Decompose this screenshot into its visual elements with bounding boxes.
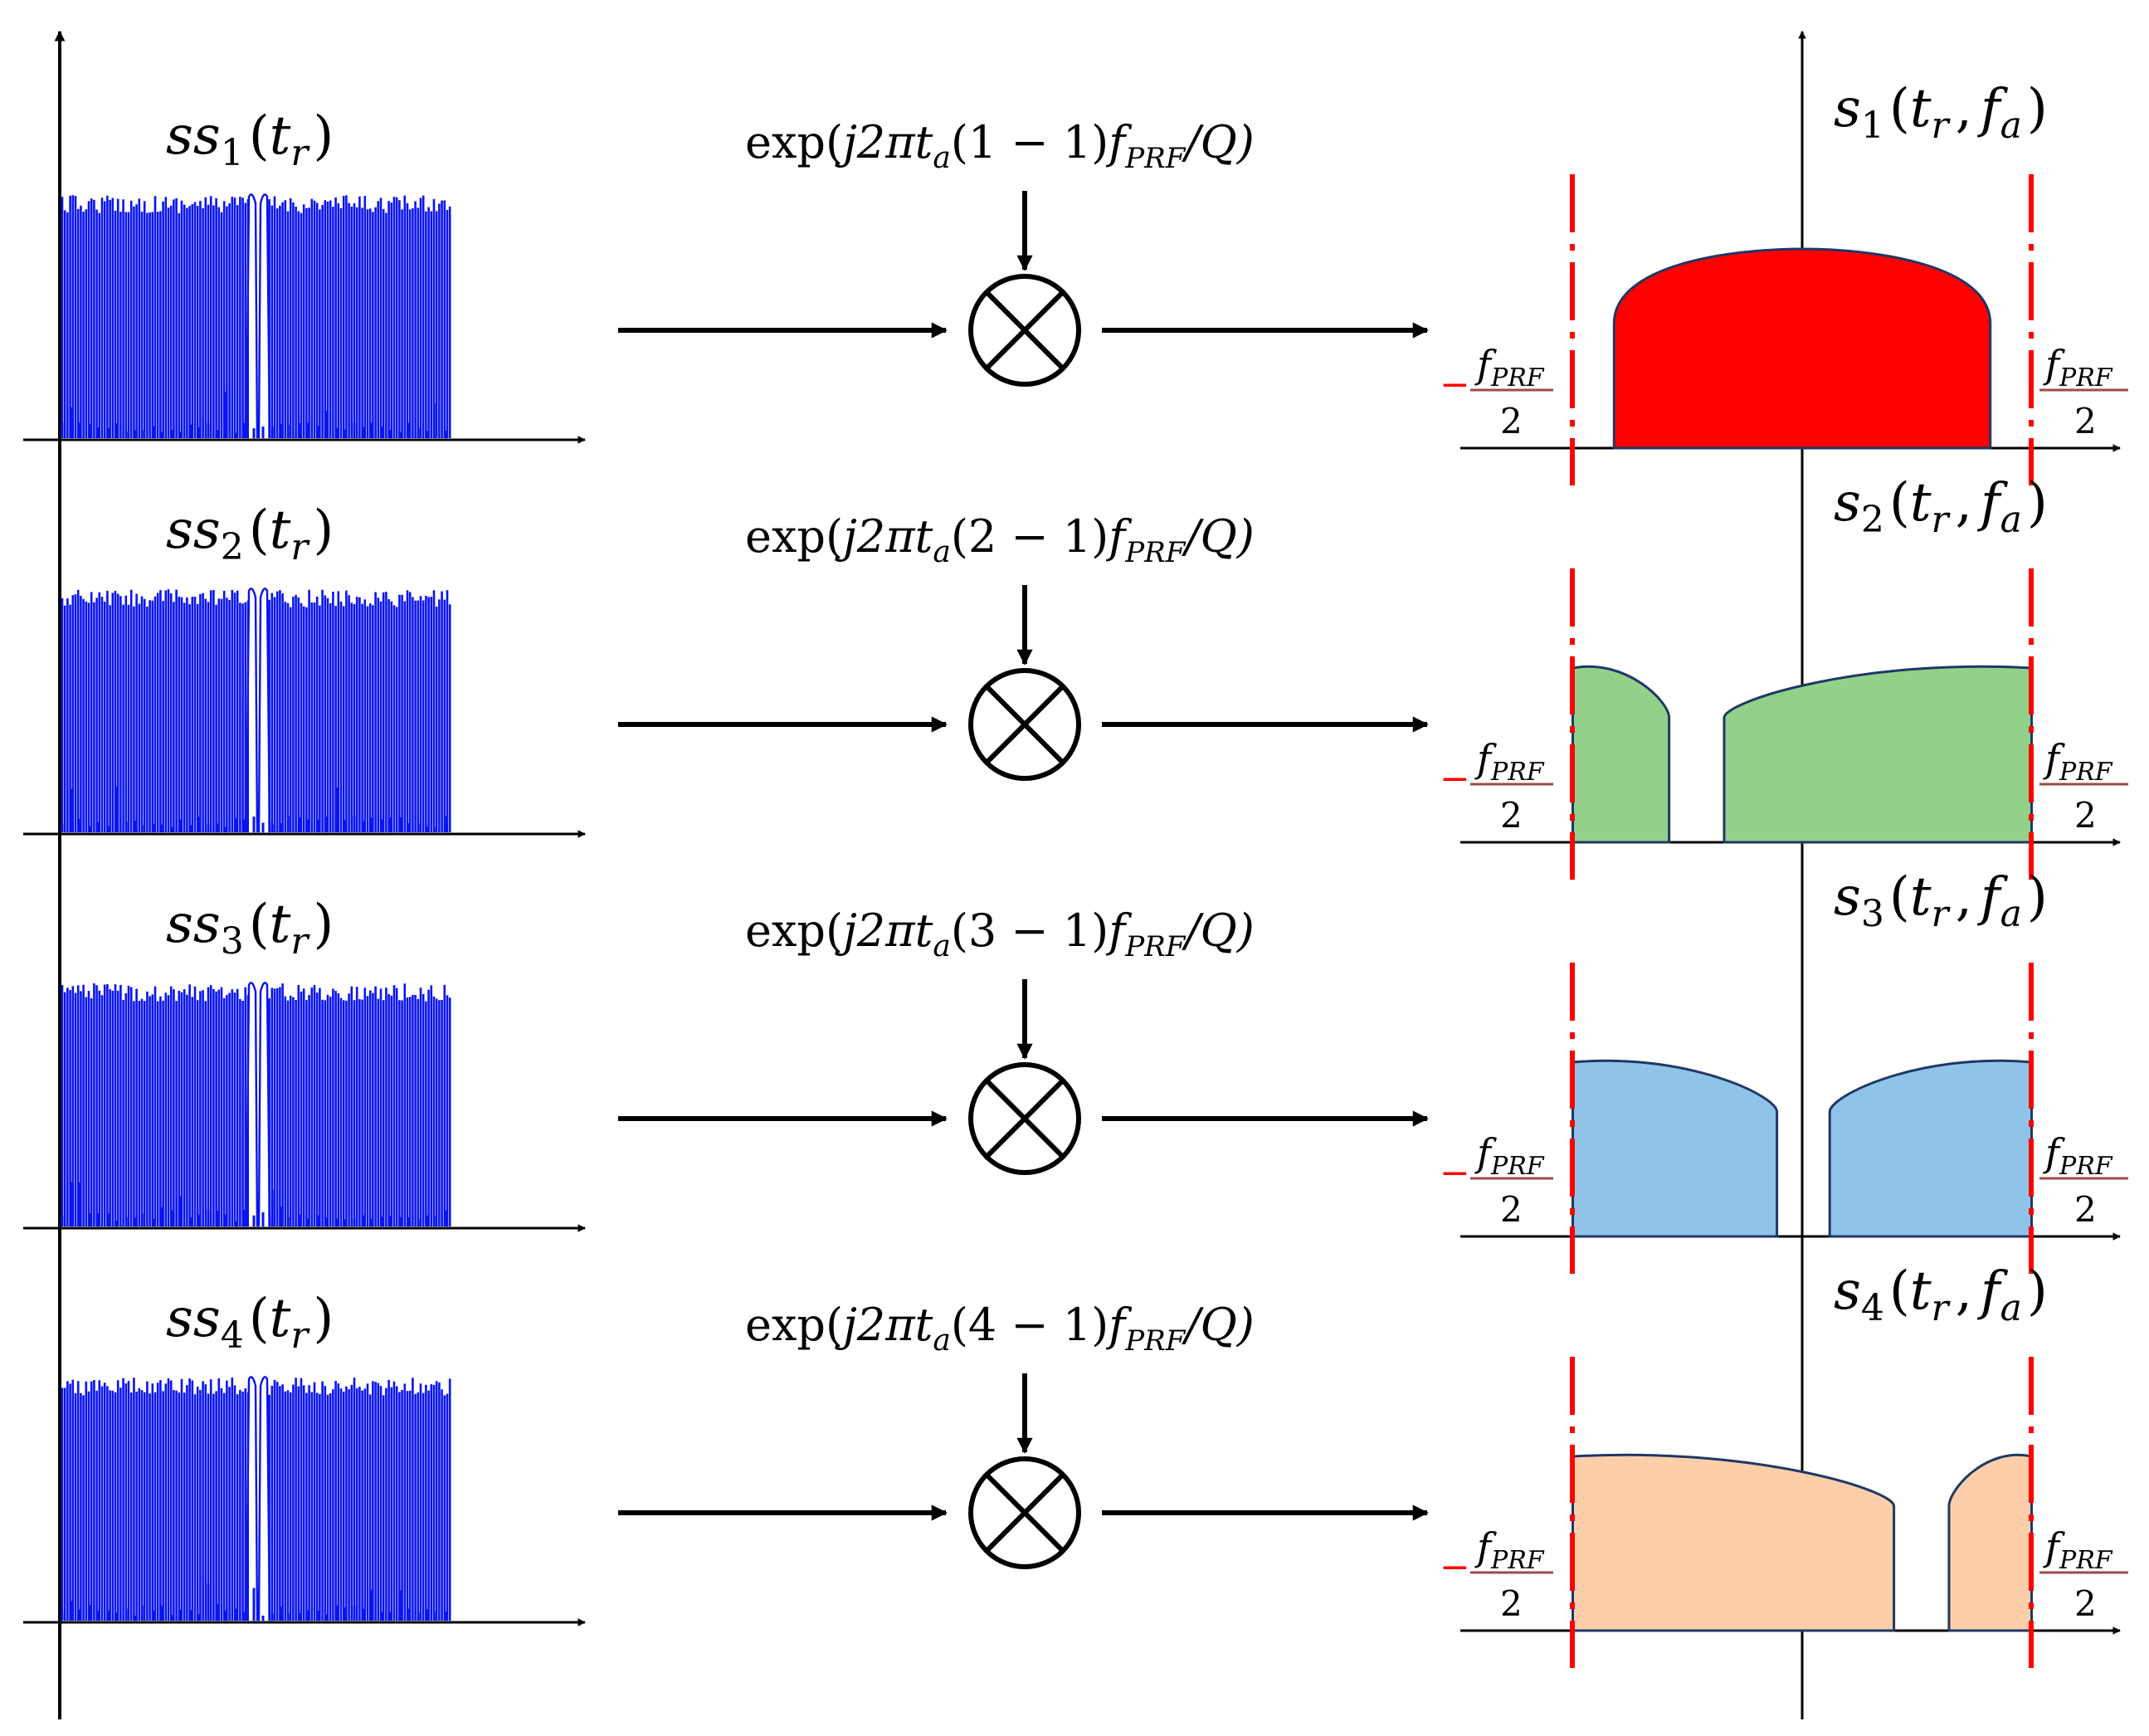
multiplier-circle-icon	[968, 668, 1081, 781]
input-signal-label: ss2(tr)	[166, 500, 334, 568]
svg-text:−: −	[1440, 758, 1470, 800]
svg-text:−: −	[1440, 363, 1470, 406]
input-signal-label: ss4(tr)	[166, 1288, 334, 1357]
svg-text:fPRF: fPRF	[2043, 1130, 2113, 1181]
svg-text:2: 2	[2074, 1583, 2097, 1624]
input-signal-label: ss1(tr)	[166, 105, 334, 174]
band-limit-neg-label: −fPRF 2	[1440, 736, 1553, 836]
multiplier-circle-icon	[968, 1456, 1081, 1569]
processing-row-4: ss4(tr) exp(j2πta(4 − 1)fPRF/Q) s4(tr,fa) −…	[23, 1261, 2128, 1668]
svg-text:fPRF: fPRF	[1474, 1130, 1545, 1181]
band-limit-neg-label: −fPRF 2	[1440, 1130, 1553, 1230]
svg-text:2: 2	[1500, 795, 1523, 836]
band-limit-pos-label: fPRF 2	[2039, 342, 2128, 441]
svg-text:2: 2	[1500, 1189, 1523, 1230]
band-limit-neg-label: −fPRF 2	[1440, 342, 1553, 441]
svg-text:fPRF: fPRF	[2043, 342, 2113, 393]
input-signal-label: ss3(tr)	[166, 894, 334, 963]
processing-row-1: ss1(tr) exp(j2πta(1 − 1)fPRF/Q) s1(tr,fa) −…	[23, 78, 2128, 485]
output-spectrum-label: s3(tr,fa)	[1834, 866, 2048, 935]
multiplier-circle-icon	[968, 1062, 1081, 1175]
processing-row-2: ss2(tr) exp(j2πta(2 − 1)fPRF/Q) s2(tr,fa) −…	[23, 472, 2128, 880]
svg-text:fPRF: fPRF	[1474, 736, 1545, 787]
svg-text:2: 2	[2074, 401, 2097, 441]
svg-text:−: −	[1440, 1546, 1470, 1588]
svg-text:2: 2	[1500, 1583, 1523, 1624]
spectrum-band-2	[1947, 1453, 2033, 1632]
svg-text:fPRF: fPRF	[2043, 1524, 2113, 1575]
band-limit-pos-label: fPRF 2	[2039, 736, 2128, 836]
spectrum-band-1	[1572, 1453, 1896, 1632]
svg-text:2: 2	[2074, 795, 2097, 836]
svg-text:−: −	[1440, 1152, 1470, 1194]
spectrum-band-1	[1572, 665, 1671, 844]
band-limit-neg-label: −fPRF 2	[1440, 1524, 1553, 1624]
svg-text:fPRF: fPRF	[1474, 1524, 1545, 1575]
multiplier-circle-icon	[968, 274, 1081, 387]
phase-term-label: exp(j2πta(1 − 1)fPRF/Q)	[745, 116, 1255, 175]
svg-text:2: 2	[1500, 401, 1523, 441]
spectrum-band-1	[1612, 247, 1992, 450]
phase-term-label: exp(j2πta(3 − 1)fPRF/Q)	[745, 905, 1255, 963]
spectrum-band-1	[1572, 1059, 1779, 1238]
input-signal-waveform	[61, 589, 451, 832]
band-limit-pos-label: fPRF 2	[2039, 1130, 2128, 1230]
svg-text:fPRF: fPRF	[1474, 342, 1545, 393]
output-spectrum-label: s2(tr,fa)	[1834, 472, 2048, 541]
output-spectrum-label: s1(tr,fa)	[1834, 78, 2048, 147]
processing-row-3: ss3(tr) exp(j2πta(3 − 1)fPRF/Q) s3(tr,fa) −…	[23, 866, 2128, 1274]
output-spectrum-label: s4(tr,fa)	[1834, 1261, 2048, 1329]
svg-text:fPRF: fPRF	[2043, 736, 2113, 787]
spectrum-band-2	[1723, 665, 2033, 844]
phase-term-label: exp(j2πta(4 − 1)fPRF/Q)	[745, 1299, 1255, 1358]
spectrum-band-2	[1828, 1059, 2033, 1238]
band-limit-pos-label: fPRF 2	[2039, 1524, 2128, 1624]
phase-term-label: exp(j2πta(2 − 1)fPRF/Q)	[745, 510, 1255, 569]
svg-text:2: 2	[2074, 1189, 2097, 1230]
input-signal-waveform	[61, 983, 451, 1226]
